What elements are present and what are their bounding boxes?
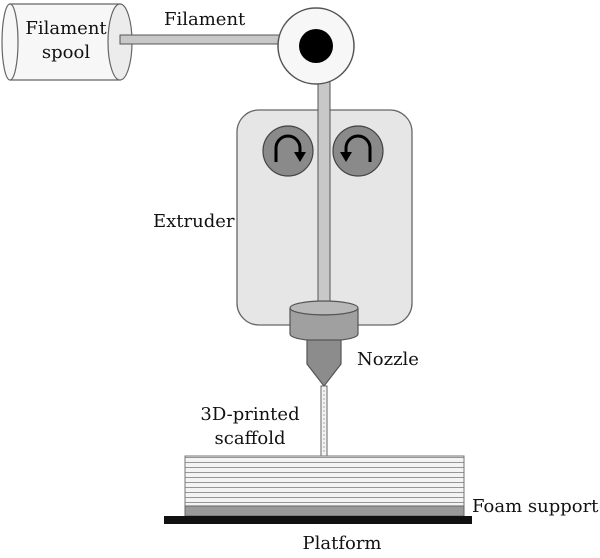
filament-horizontal [119, 34, 291, 45]
drive-wheel-icon [277, 7, 355, 85]
label-filament: Filament [164, 9, 246, 30]
filament-vertical [317, 69, 331, 306]
drive-wheel-hub [299, 29, 333, 63]
filament-spool [1, 3, 133, 81]
label-scaffold-line1: 3D-printed [200, 404, 299, 425]
nozzle [289, 300, 359, 387]
spool-left-end [1, 3, 19, 81]
platform [164, 516, 472, 524]
scaffold-layers [184, 455, 465, 507]
foam-support [184, 505, 465, 517]
label-filament-spool-line1: Filament [25, 18, 107, 39]
extruded-strand [320, 385, 328, 457]
counterclockwise-arrow-gear-icon [262, 125, 314, 177]
clockwise-arrow-gear-icon [332, 125, 384, 177]
label-foam-support: Foam support [472, 496, 599, 517]
label-extruder: Extruder [153, 211, 235, 232]
label-platform: Platform [302, 533, 381, 554]
label-scaffold-line2: scaffold [215, 428, 286, 449]
label-nozzle: Nozzle [357, 349, 419, 370]
label-filament-spool-line2: spool [42, 42, 90, 63]
